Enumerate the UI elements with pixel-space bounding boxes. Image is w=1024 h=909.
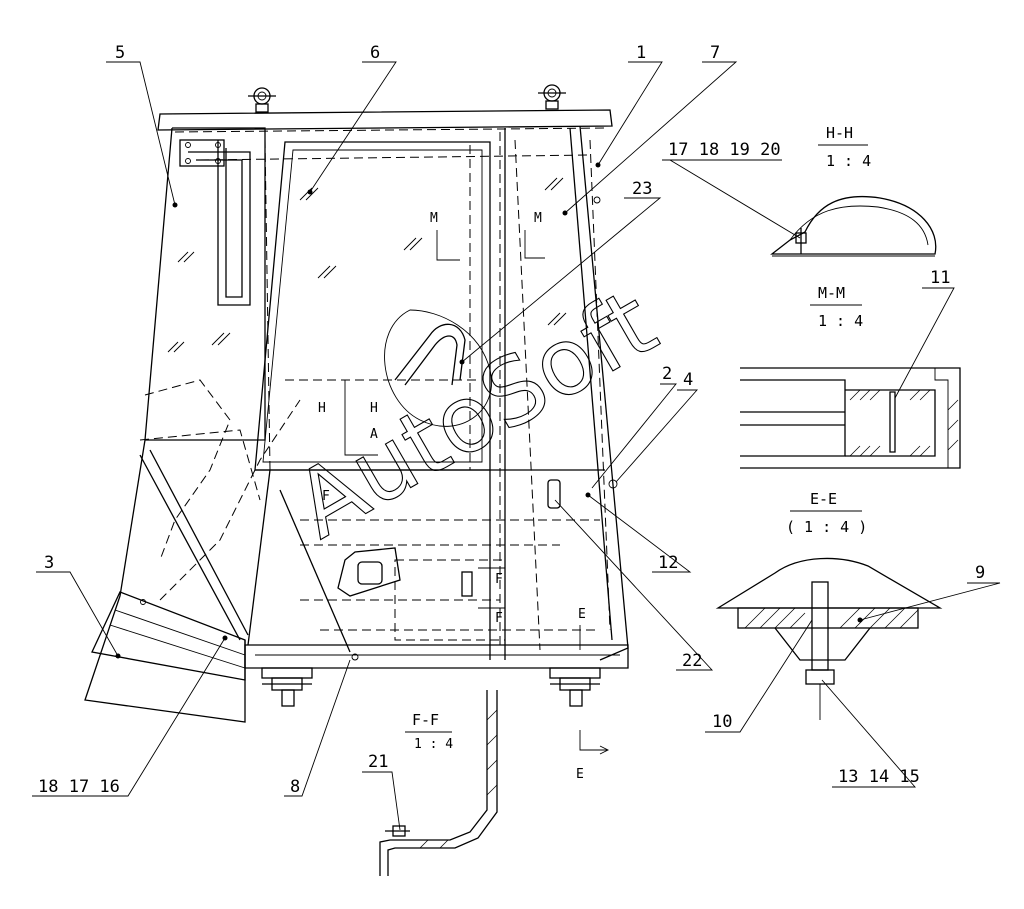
left-fender-panel (91, 591, 246, 681)
section-mm-title: M-M (818, 284, 845, 302)
callout-2: 2 (662, 364, 672, 384)
door-lock (337, 547, 401, 597)
section-ee-callout-bottom: 13 14 15 (838, 767, 920, 787)
section-mark-e-bot: E (576, 767, 584, 782)
section-ff-title: F-F (412, 711, 439, 729)
section-mm-profile (740, 367, 961, 469)
section-mark-m-left: M (430, 211, 438, 226)
section-mm-scale: 1 : 4 (818, 312, 863, 330)
watermark: AutoSoft (277, 268, 674, 559)
section-hh: H-H 1 : 4 17 18 19 20 (662, 124, 937, 257)
cab-main-view: M M H H A F F F E E (84, 84, 629, 782)
callout-22: 22 (682, 651, 702, 671)
section-mark-h-right: H (370, 401, 378, 416)
section-ee-scale: ( 1 : 4 ) (786, 518, 867, 536)
callout-8: 8 (290, 777, 300, 797)
callout-7: 7 (710, 43, 720, 63)
section-mm: M-M 1 : 4 11 (740, 268, 961, 469)
watermark-text: AutoSoft (278, 269, 674, 559)
callout-5: 5 (115, 43, 125, 63)
section-mm-callout: 11 (930, 268, 950, 288)
section-hh-profile (770, 195, 937, 255)
section-ee-callout-10: 10 (712, 712, 732, 732)
mount-right (549, 667, 601, 707)
hidden-lines (174, 127, 611, 651)
section-mark-a: A (370, 427, 378, 442)
section-hh-callouts: 17 18 19 20 (668, 140, 781, 160)
callout-18-17-16: 18 17 16 (38, 777, 120, 797)
section-ee-profile (715, 557, 943, 609)
heater-pipe (188, 140, 251, 306)
callout-4: 4 (683, 370, 693, 390)
lifting-eye-left (248, 87, 276, 113)
section-hh-title: H-H (826, 124, 853, 142)
cab-base (244, 644, 629, 669)
section-mark-f-top: F (322, 489, 330, 504)
section-mark-f-mid: F (495, 572, 503, 587)
lifting-eye-right (538, 84, 566, 110)
callout-1: 1 (636, 43, 646, 63)
section-ff-profile (379, 690, 488, 876)
section-ff: F-F 1 : 4 21 (362, 690, 498, 876)
section-ff-scale: 1 : 4 (414, 737, 453, 752)
roof-outline (157, 109, 613, 131)
callout-23: 23 (632, 179, 652, 199)
callout-6: 6 (370, 43, 380, 63)
glass-hatch (167, 177, 567, 353)
section-ee: E-E ( 1 : 4 ) 9 10 13 14 15 (705, 490, 1001, 788)
mount-left (261, 667, 313, 707)
section-ee-callout-9: 9 (975, 563, 985, 583)
callout-3: 3 (44, 553, 54, 573)
section-ff-callout: 21 (368, 752, 388, 772)
left-panel-outline (84, 127, 246, 723)
callouts: 5 6 1 7 23 3 18 17 16 8 12 22 4 2 (32, 43, 738, 797)
section-mark-f-bot: F (495, 611, 503, 626)
section-hh-scale: 1 : 4 (826, 152, 871, 170)
callout-12: 12 (658, 553, 678, 573)
steering-loop (384, 309, 492, 427)
section-mark-m-right: M (534, 211, 542, 226)
section-ee-title: E-E (810, 490, 837, 508)
section-mark-e-top: E (578, 607, 586, 622)
section-mark-h-left: H (318, 401, 326, 416)
